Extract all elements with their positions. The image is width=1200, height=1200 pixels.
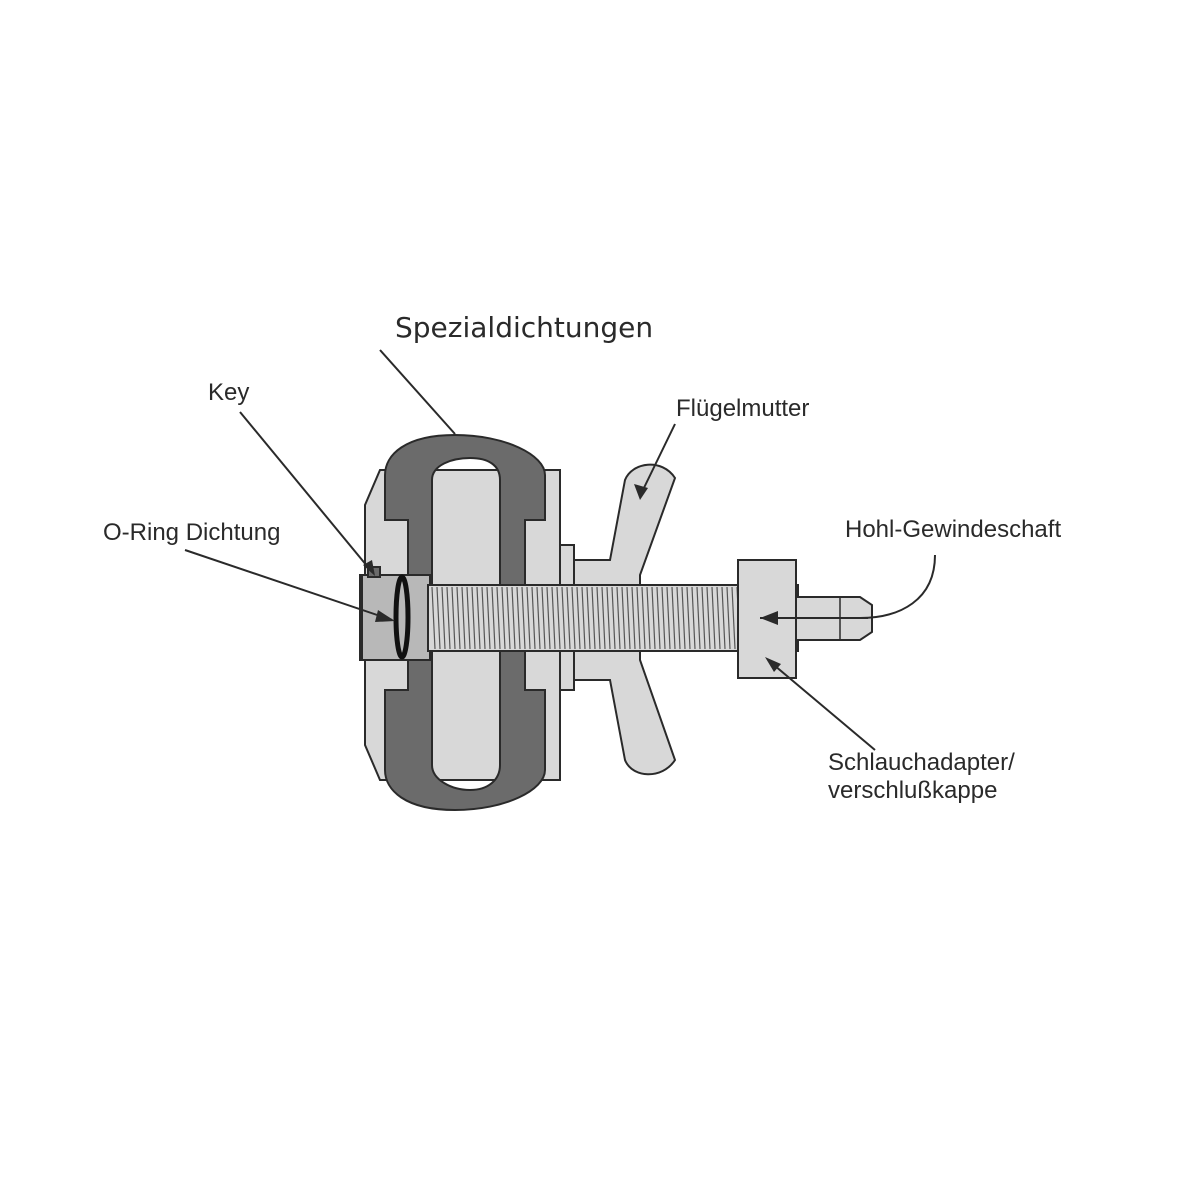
thread-line (656, 586, 661, 650)
thread-line (486, 586, 491, 650)
leader-o-ring (184, 549, 393, 621)
thread-line (566, 586, 571, 650)
thread-line (531, 586, 536, 650)
thread-line (691, 586, 696, 650)
thread-line (551, 586, 556, 650)
thread-line (711, 586, 716, 650)
thread-line (476, 586, 481, 650)
thread-line (681, 586, 686, 650)
thread-line (571, 586, 576, 650)
thread-line (431, 586, 436, 650)
thread-line (676, 586, 681, 650)
arrow-hose-adapter (765, 657, 781, 672)
thread-line (731, 586, 736, 650)
label-hose-adapter-1: Schlauchadapter/ (828, 749, 1015, 776)
thread-line (716, 586, 721, 650)
arrow-key (363, 560, 375, 576)
thread-line (636, 586, 641, 650)
thread-line (446, 586, 451, 650)
thread-line (616, 586, 621, 650)
arrow-wing-nut (634, 484, 648, 500)
thread-line (536, 586, 541, 650)
thread-line (506, 586, 511, 650)
thread-line (671, 586, 676, 650)
thread-line (651, 586, 656, 650)
thread-line (471, 586, 476, 650)
label-o-ring: O-Ring Dichtung (103, 519, 280, 546)
thread-line (601, 586, 606, 650)
thread-line (686, 586, 691, 650)
thread-line (621, 586, 626, 650)
thread-line (461, 586, 466, 650)
label-special-seals: Spezialdichtungen (395, 311, 653, 344)
thread-line (591, 586, 596, 650)
thread-line (491, 586, 496, 650)
thread-line (521, 586, 526, 650)
thread-line (626, 586, 631, 650)
leader-key (239, 411, 373, 573)
thread-line (501, 586, 506, 650)
label-hollow-shaft: Hohl-Gewindeschaft (845, 516, 1061, 543)
thread-line (451, 586, 456, 650)
thread-line (701, 586, 706, 650)
leader-hollow-shaft (765, 554, 936, 619)
thread-line (546, 586, 551, 650)
thread-line (631, 586, 636, 650)
label-hose-adapter-2: verschlußkappe (828, 777, 997, 804)
thread-line (466, 586, 471, 650)
thread-line (646, 586, 651, 650)
thread-line (606, 586, 611, 650)
thread-line (696, 586, 701, 650)
thread-line (456, 586, 461, 650)
thread-line (666, 586, 671, 650)
leader-wing-nut (639, 423, 676, 497)
leader-special-seals (379, 349, 456, 435)
thread-line (596, 586, 601, 650)
thread-line (721, 586, 726, 650)
thread-line (726, 586, 731, 650)
arrow-hollow-shaft (760, 611, 778, 625)
thread-line (541, 586, 546, 650)
thread-line (526, 586, 531, 650)
thread-line (706, 586, 711, 650)
thread-line (581, 586, 586, 650)
thread-line (441, 586, 446, 650)
label-key: Key (208, 379, 249, 406)
label-wing-nut: Flügelmutter (676, 395, 809, 422)
thread-line (611, 586, 616, 650)
o-ring (393, 574, 411, 660)
arrow-o-ring (375, 610, 395, 622)
thread-line (436, 586, 441, 650)
thread-line (586, 586, 591, 650)
thread-line (511, 586, 516, 650)
leader-hose-adapter (767, 659, 876, 751)
special-seal (384, 433, 546, 812)
thread-line (481, 586, 486, 650)
thread-line (561, 586, 566, 650)
thread-line (576, 586, 581, 650)
thread-line (661, 586, 666, 650)
thread-line (496, 586, 501, 650)
thread-line (641, 586, 646, 650)
thread-line (516, 586, 521, 650)
thread-line (556, 586, 561, 650)
